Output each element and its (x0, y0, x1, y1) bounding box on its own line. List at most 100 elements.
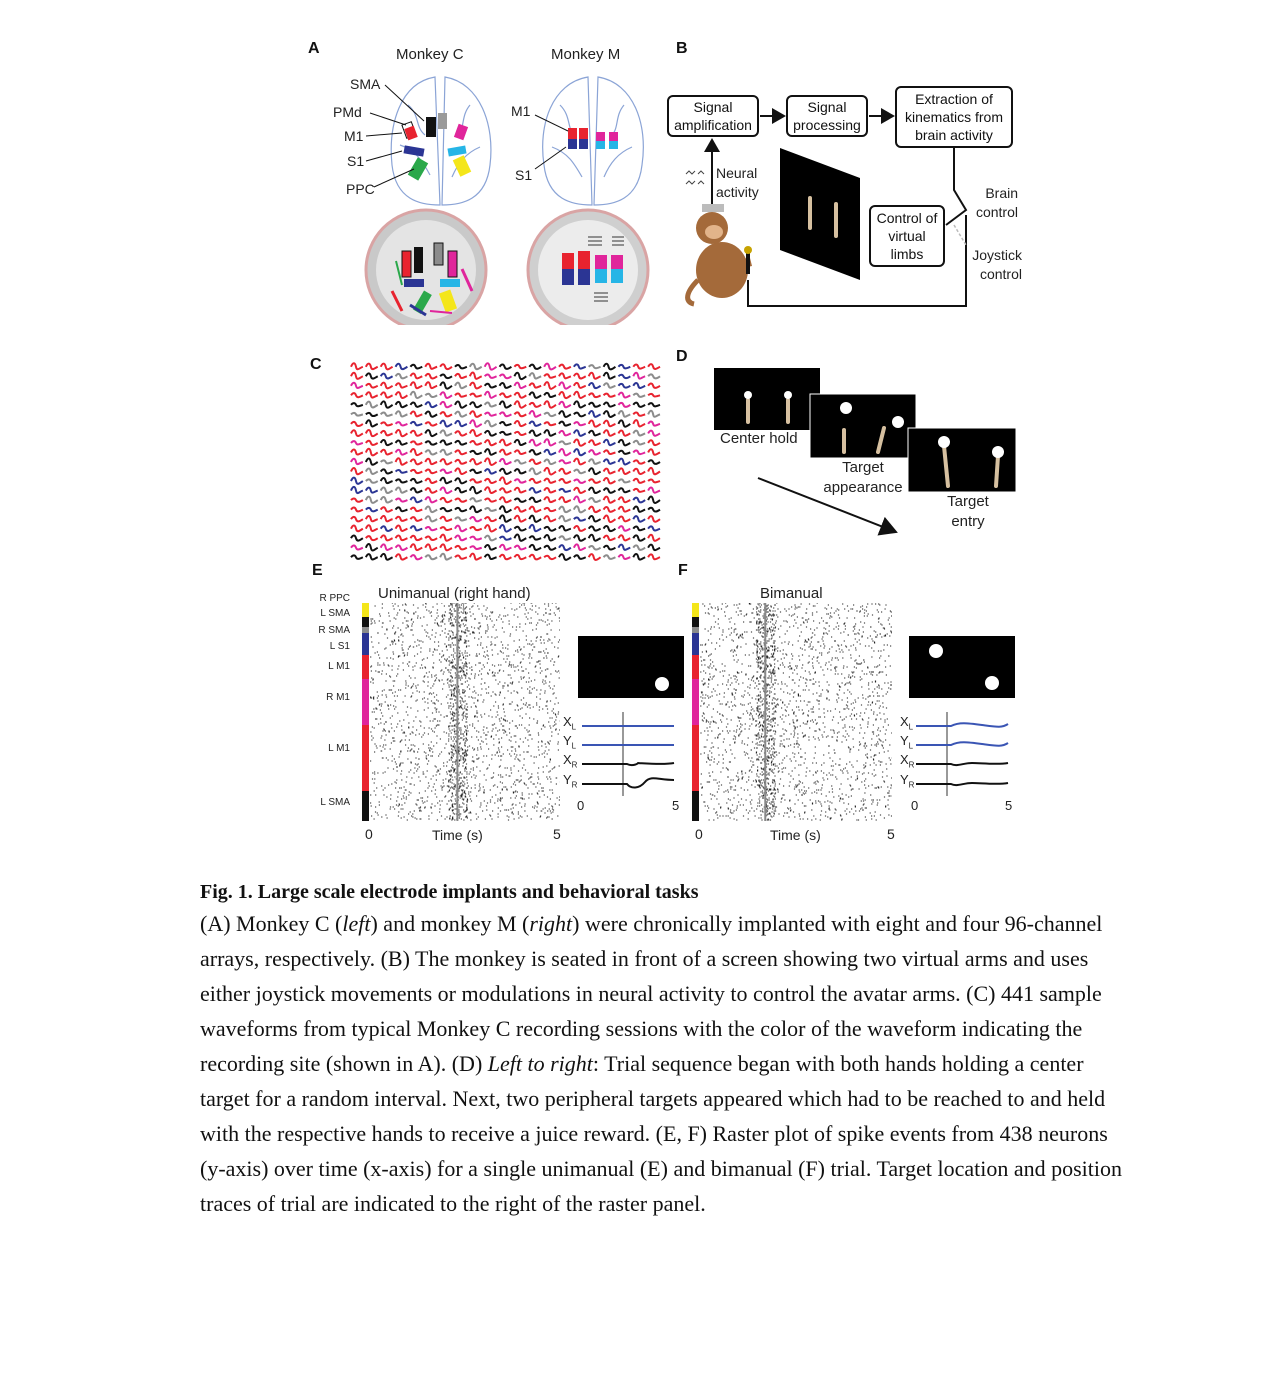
waveform (483, 507, 497, 512)
array-m-cyan-2 (609, 141, 618, 149)
waveform (364, 362, 379, 371)
waveform (379, 448, 393, 456)
region-label: R SMA (318, 625, 350, 636)
array-m-red-1 (568, 128, 577, 139)
waveform (469, 516, 483, 523)
waveform (572, 372, 587, 380)
waveform (469, 497, 482, 503)
waveform (379, 477, 393, 485)
waveform (469, 545, 483, 550)
waveform (439, 458, 453, 466)
waveform (468, 371, 483, 380)
waveform (513, 430, 527, 437)
waveform (617, 478, 631, 484)
waveform (409, 390, 423, 400)
waveform (572, 400, 587, 409)
waveform (350, 497, 364, 503)
waveform (394, 448, 408, 456)
waveform (350, 429, 364, 437)
waveform (364, 391, 379, 399)
label-m1-m: M1 (511, 103, 531, 119)
region-label: L SMA (320, 797, 350, 808)
caption-run: right (529, 911, 573, 936)
waveform (424, 372, 438, 380)
waveform (439, 439, 453, 446)
waveform (439, 496, 453, 504)
waveform (498, 467, 513, 475)
array-c-s1-blue (403, 145, 425, 157)
waveform (572, 381, 587, 389)
waveform (543, 438, 557, 447)
waveform (632, 401, 646, 408)
trace-f-x-start: 0 (911, 798, 919, 813)
waveform (587, 410, 602, 418)
waveform (469, 440, 483, 446)
waveform (543, 534, 557, 542)
waveform (483, 516, 498, 523)
region-label: R M1 (326, 692, 350, 703)
waveform (617, 553, 631, 561)
waveform (498, 524, 513, 533)
waveform (528, 514, 542, 523)
waveform (587, 458, 601, 465)
panel-letter-b: B (676, 40, 688, 57)
raster-plot-unimanual (370, 603, 560, 821)
waveform (439, 429, 453, 437)
waveform (394, 486, 408, 494)
figure-caption: Fig. 1. Large scale electrode implants a… (200, 878, 1130, 1221)
waveform (573, 554, 587, 560)
position-traces-bimanual (916, 712, 1009, 796)
box-control-virtual-limbs: Control of virtual limbs (869, 205, 945, 267)
waveform (602, 534, 616, 542)
raster-e-xlabel: Time (s) (432, 827, 483, 843)
position-trace (582, 777, 675, 789)
waveform (602, 467, 616, 475)
waveform (365, 439, 379, 446)
waveform (587, 544, 602, 551)
region-color-bar-f (692, 603, 699, 821)
waveform (543, 411, 557, 418)
frame-center-hold (714, 368, 820, 430)
waveform (483, 401, 497, 408)
array-c-sma-gray (438, 113, 447, 129)
caption-run: ) were chronically implanted with eight … (200, 911, 1103, 1076)
label-joystick-control: Joystick control (972, 247, 1022, 282)
caption-run: left (342, 911, 371, 936)
raster-f-xlabel: Time (s) (770, 827, 821, 843)
waveform (439, 506, 453, 513)
waveform (424, 440, 438, 446)
waveform (647, 466, 661, 476)
waveform (498, 421, 512, 427)
waveform (572, 438, 587, 447)
trace-label: YL (900, 733, 914, 751)
waveform (528, 363, 542, 370)
waveform (513, 478, 527, 484)
waveform (364, 542, 379, 552)
waveform (350, 420, 364, 428)
target-screen-unimanual (578, 636, 684, 698)
position-trace (916, 722, 1009, 728)
waveform (543, 458, 557, 466)
waveform (394, 372, 408, 380)
waveform (364, 447, 379, 457)
waveform (617, 363, 631, 370)
position-trace (916, 761, 1009, 767)
waveform (439, 419, 453, 428)
waveform (573, 478, 587, 484)
waveform (468, 419, 483, 428)
waveform (379, 439, 394, 447)
box-signal-amplification: Signal amplification (667, 95, 759, 137)
waveform (632, 392, 646, 398)
waveform (454, 458, 468, 465)
region-label: R PPC (319, 593, 350, 604)
waveform (632, 553, 646, 561)
waveform (617, 401, 631, 408)
waveform (513, 525, 527, 532)
label-target-entry: Target entry (947, 493, 989, 530)
waveform (602, 477, 616, 485)
waveform (602, 554, 616, 560)
waveform (647, 506, 661, 513)
waveform (439, 411, 453, 418)
waveform (350, 371, 364, 380)
waveform (632, 429, 646, 437)
